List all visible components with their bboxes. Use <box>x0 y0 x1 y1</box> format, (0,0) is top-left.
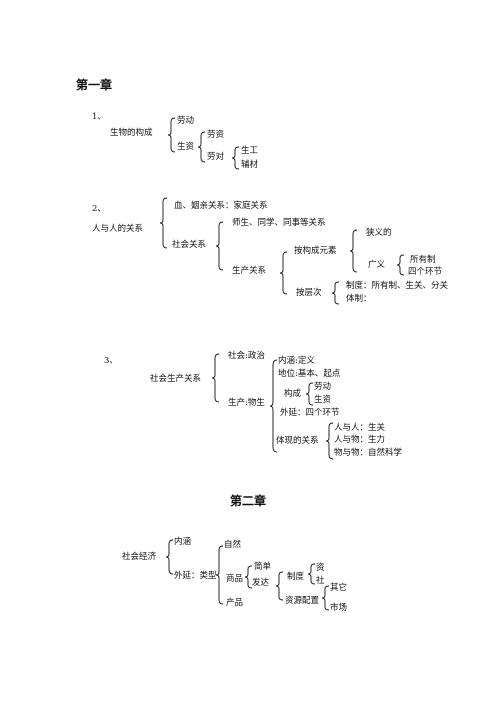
brace <box>307 563 316 585</box>
node-four-links: 四个环节 <box>408 267 443 277</box>
brace <box>269 359 278 453</box>
brace <box>211 353 220 403</box>
node-system: 制度：所有制、生关、分关 <box>346 281 449 291</box>
brace <box>231 146 240 170</box>
node-worked: 生工 <box>241 146 259 156</box>
node-market: 市场 <box>330 603 348 613</box>
brace <box>305 382 314 406</box>
brace <box>165 539 174 575</box>
node-developed: 发达 <box>252 578 270 588</box>
brace <box>215 221 224 271</box>
section-number: 3、 <box>104 356 118 366</box>
node-means: 生资 <box>314 395 332 405</box>
node-teacher: 师生、同学、同事等关系 <box>232 218 326 228</box>
brace <box>331 281 340 305</box>
node-blood: 血、姻亲关系：家庭关系 <box>174 201 268 211</box>
node-rel-person-person: 人与人：生关 <box>334 423 386 433</box>
chapter-1-title: 第一章 <box>76 78 113 92</box>
node-root: 人与人的关系 <box>92 224 144 234</box>
node-means: 生资 <box>177 142 195 152</box>
brace <box>325 422 334 460</box>
node-socialist: 社 <box>316 576 325 586</box>
node-object: 劳对 <box>207 152 225 162</box>
node-labor: 劳动 <box>177 116 195 126</box>
node-aux: 辅材 <box>241 160 259 170</box>
brace <box>349 229 358 273</box>
node-composition: 构成 <box>284 389 302 399</box>
node-labor: 劳动 <box>314 382 332 392</box>
chapter-2-title: 第二章 <box>230 494 267 508</box>
node-production: 生产关系 <box>232 266 267 276</box>
node-root: 社会生产关系 <box>150 374 202 384</box>
node-extension: 外延：四个环节 <box>280 408 340 418</box>
brace <box>244 565 253 589</box>
node-manifest: 体现的关系 <box>276 436 319 446</box>
brace <box>396 254 405 276</box>
node-connotation: 内涵:定义 <box>278 356 315 366</box>
brace <box>159 197 168 249</box>
brace <box>279 251 288 295</box>
brace <box>275 571 284 601</box>
node-commodity: 商品 <box>226 574 244 584</box>
node-extension: 外延：类型 <box>174 571 217 581</box>
node-status: 地位:基本、起点 <box>278 369 341 379</box>
node-resource: 资源配置 <box>285 596 320 606</box>
node-narrow: 狭义的 <box>366 228 392 238</box>
section-number: 1、 <box>92 112 106 122</box>
node-institution: 体制： <box>346 294 372 304</box>
node-by-level: 按层次 <box>296 288 322 298</box>
node-broad: 广义 <box>368 260 386 270</box>
node-social: 社会关系 <box>172 240 207 250</box>
node-tool: 劳资 <box>207 130 225 140</box>
node-root: 社会经济 <box>122 552 157 562</box>
brace <box>321 585 330 611</box>
node-production-material: 生产:物生 <box>228 398 265 408</box>
brace <box>197 131 206 163</box>
brace <box>167 117 176 153</box>
node-natural: 自然 <box>224 540 242 550</box>
node-rel-person-thing: 人与物：生力 <box>334 435 386 445</box>
node-by-elements: 按构成元素 <box>294 246 337 256</box>
node-ownership: 所有制 <box>410 255 436 265</box>
node-connotation: 内涵 <box>174 537 192 547</box>
section-number: 2、 <box>92 204 106 214</box>
node-rel-thing-thing: 物与物：自然科学 <box>334 448 403 458</box>
node-simple: 简单 <box>254 562 272 572</box>
node-social-politics: 社会:政治 <box>228 351 265 361</box>
node-product: 产品 <box>226 598 244 608</box>
node-root: 生物的构成 <box>110 128 153 138</box>
node-system: 制度 <box>287 572 305 582</box>
node-other: 其它 <box>330 583 348 593</box>
brace <box>215 545 224 605</box>
node-capital: 资 <box>316 563 325 573</box>
